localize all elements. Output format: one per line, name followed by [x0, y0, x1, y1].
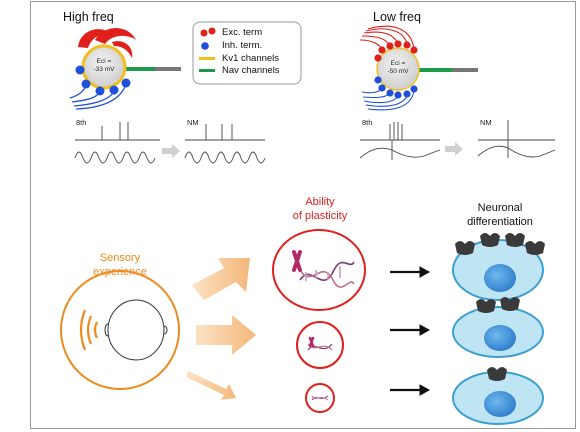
dna-icon	[311, 395, 329, 401]
low-freq-exc-fiber	[359, 39, 383, 51]
low-freq-inh-terminal	[386, 89, 394, 97]
legend-nav-swatch	[199, 69, 215, 72]
differentiation-label-line2: differentiation	[467, 216, 533, 228]
legend-inh-label: Inh. term.	[222, 40, 263, 51]
low-freq-exc-terminal	[410, 46, 418, 54]
high-freq-inh-terminal	[81, 79, 91, 89]
differentiation-label-line1: Neuronal	[477, 202, 523, 214]
plasticity-circle-medium	[296, 321, 344, 369]
high-freq-trace-arrow	[162, 144, 180, 158]
low-freq-trace-8th-label: 8th	[362, 118, 373, 127]
high-freq-inh-terminal	[75, 65, 85, 75]
high-freq-inh-terminal	[121, 78, 131, 88]
high-freq-trace-nm-label: NM	[187, 118, 199, 127]
trace-wave	[359, 147, 441, 159]
black-arrows	[390, 266, 431, 396]
low-freq-traces	[359, 120, 556, 160]
cell-low	[452, 367, 544, 425]
sensory-label-line1: Sensory	[99, 252, 141, 264]
low-freq-soma	[376, 47, 420, 91]
high-freq-nav-segment	[125, 67, 155, 71]
high-freq-title: High freq	[63, 10, 114, 24]
legend-exc-swatch	[200, 29, 208, 37]
low-freq-exc-terminal	[403, 41, 411, 49]
low-freq-exc-terminal	[386, 42, 394, 50]
low-freq-exc-fiber	[361, 35, 391, 47]
low-freq-neuron	[359, 25, 478, 111]
high-freq-eci-value: -33 mV	[93, 66, 115, 73]
trace-wave	[74, 151, 156, 164]
low-freq-inh-terminal	[374, 76, 382, 84]
synapse-icon	[455, 233, 545, 255]
low-freq-exc-fiber	[367, 25, 415, 51]
sound-waves-icon	[79, 309, 98, 351]
plasticity-circle-small	[305, 383, 335, 413]
low-freq-inh-terminal	[410, 85, 418, 93]
plasticity-label-line2: of plasticity	[292, 210, 348, 222]
synapse-icon	[487, 367, 507, 381]
low-freq-inh-terminal	[378, 84, 386, 92]
high-freq-neuron	[69, 28, 181, 110]
low-freq-inh-terminal	[403, 90, 411, 98]
low-freq-trace-nm-label: NM	[480, 118, 492, 127]
low-freq-axon	[452, 68, 478, 72]
plasticity-small	[305, 383, 335, 413]
legend-inh-swatch	[201, 42, 209, 50]
low-freq-eci-value: -50 mV	[387, 68, 409, 75]
arrow-weak	[186, 371, 236, 400]
figure-frame	[30, 1, 576, 429]
high-freq-inh-fiber	[75, 83, 127, 110]
legend-box	[192, 21, 302, 85]
plasticity-large	[272, 229, 366, 311]
synapse-icon	[476, 297, 520, 313]
high-freq-inh-fiber	[73, 91, 115, 107]
cell-high	[452, 233, 545, 301]
high-freq-inh-terminal	[95, 86, 105, 96]
plasticity-medium	[296, 321, 344, 369]
low-freq-eci-label: Eci =	[390, 60, 406, 67]
arrow-strong	[192, 258, 250, 300]
high-freq-eci-label: Eci =	[96, 58, 112, 65]
plasticity-label-line1: Ability	[305, 196, 335, 208]
trace-wave	[184, 151, 266, 164]
low-freq-exc-terminal	[394, 40, 402, 48]
low-freq-exc-terminal	[378, 46, 386, 54]
legend-exc-swatch	[208, 27, 216, 35]
low-freq-exc-fiber	[365, 28, 408, 45]
legend-kv1-swatch	[199, 57, 215, 60]
plasticity-circle-large	[272, 229, 366, 311]
low-freq-trace-arrow	[445, 142, 463, 156]
cell-medium	[452, 297, 544, 358]
head-icon	[104, 299, 168, 361]
trace-wave	[477, 145, 556, 158]
high-freq-trace-8th-label: 8th	[76, 118, 87, 127]
sensory-circle	[60, 270, 180, 390]
low-freq-inh-fiber	[365, 95, 408, 107]
high-freq-inh-fiber	[71, 91, 101, 103]
arrow-medium	[196, 315, 256, 355]
high-freq-axon	[155, 67, 181, 71]
sensory-label-line2: experience	[93, 266, 147, 278]
high-freq-exc-terminal	[95, 28, 136, 44]
low-freq-exc-terminal	[374, 54, 382, 62]
low-freq-inh-fiber	[367, 89, 415, 111]
low-freq-inh-fiber	[362, 92, 391, 99]
low-freq-nav-segment	[418, 68, 452, 72]
dna-icon	[307, 336, 333, 351]
legend-border	[192, 21, 302, 85]
high-freq-exc-terminal	[112, 41, 133, 58]
high-freq-inh-terminal	[109, 85, 119, 95]
legend-nav-label: Nav channels	[222, 65, 280, 76]
dna-icon	[299, 261, 355, 288]
legend-kv1-label: Kv1 channels	[222, 53, 280, 64]
high-freq-traces	[74, 122, 266, 164]
low-freq-title: Low freq	[373, 10, 421, 24]
low-freq-inh-terminal	[394, 91, 402, 99]
chromosome-icon	[292, 250, 302, 272]
legend-exc-label: Exc. term	[222, 27, 263, 38]
